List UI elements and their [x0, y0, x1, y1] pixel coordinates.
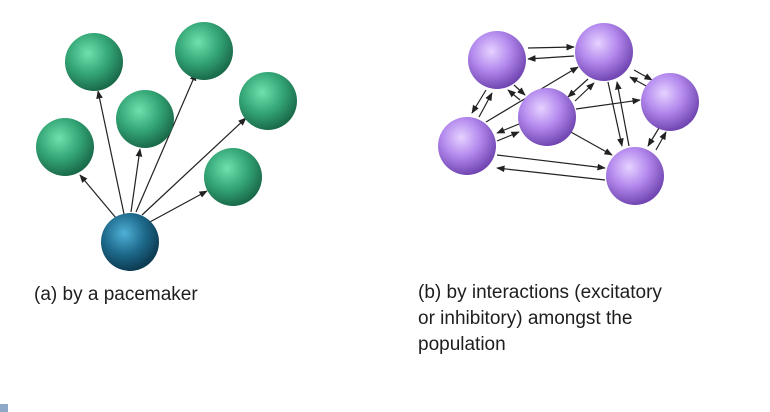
arrow-n3-n6	[568, 130, 613, 156]
arrow-n6-n2	[615, 81, 630, 147]
arrow-n5-n1	[478, 92, 493, 118]
population-neuron-6	[606, 147, 664, 205]
arrow-n3-n2	[574, 82, 595, 102]
arrow-to-follower-1	[79, 174, 117, 219]
arrow-to-follower-3	[130, 148, 143, 213]
arrow-n4-n6	[647, 127, 660, 147]
caption-population-line-3: population	[418, 334, 506, 355]
arrow-n3-n4	[575, 97, 641, 110]
arrow-n1-n2	[527, 43, 575, 51]
arrow-n5-n6	[496, 154, 606, 171]
follower-neuron-3	[116, 90, 174, 148]
arrow-to-follower-2	[96, 90, 125, 215]
population-neuron-1	[468, 31, 526, 89]
follower-neuron-1	[36, 118, 94, 176]
follower-neuron-5	[239, 72, 297, 130]
arrow-to-follower-4	[135, 72, 197, 213]
caption-pacemaker: (a) by a pacemaker	[34, 284, 198, 305]
caption-population-line-2: or inhibitory) amongst the	[418, 308, 633, 329]
caption-population-line-1: (b) by interactions (excitatory	[418, 282, 662, 303]
pacemaker-neuron	[101, 213, 159, 271]
arrow-n1-n3	[513, 84, 526, 96]
arrow-n3-n5	[496, 123, 520, 134]
follower-neuron-2	[65, 33, 123, 91]
panel-a-pacemaker	[36, 22, 297, 271]
population-neuron-4	[641, 73, 699, 131]
corner-marker	[0, 404, 8, 412]
arrow-to-follower-6	[147, 190, 208, 224]
arrow-n6-n4	[655, 131, 667, 151]
population-neuron-3	[518, 88, 576, 146]
pacemaker-arrows	[79, 72, 247, 224]
population-neuron-2	[575, 23, 633, 81]
arrow-n5-n3	[496, 131, 520, 142]
follower-neuron-6	[204, 148, 262, 206]
arrow-n3-n1	[507, 89, 521, 101]
arrow-n4-n2	[629, 76, 649, 88]
arrow-n1-n5	[471, 89, 487, 114]
arrow-n2-n3	[567, 78, 589, 98]
arrow-n6-n5	[496, 165, 606, 181]
panel-b-population	[438, 23, 699, 205]
caption-population: (b) by interactions (excitatory or inhib…	[418, 280, 758, 358]
arrow-n2-n1	[527, 55, 575, 62]
follower-neuron-4	[175, 22, 233, 80]
arrow-n2-n6	[607, 81, 624, 147]
arrow-n2-n4	[633, 69, 653, 81]
population-neuron-5	[438, 117, 496, 175]
arrow-to-follower-5	[141, 117, 247, 216]
